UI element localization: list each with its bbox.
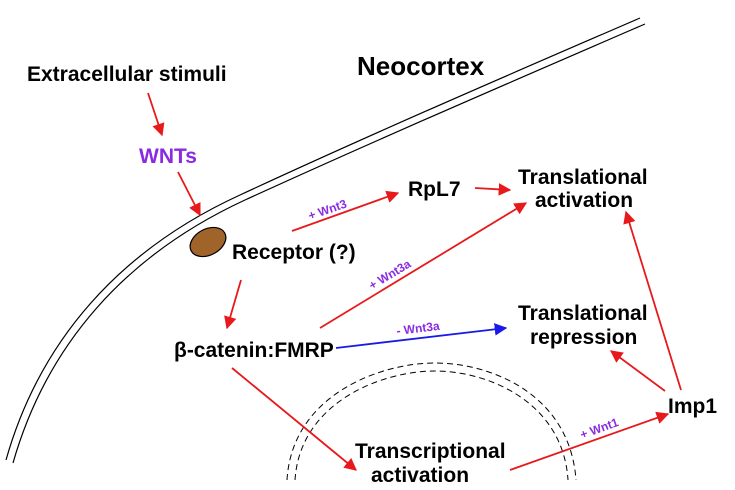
arrow-stimuli-to-wnts bbox=[147, 92, 165, 137]
arrow-beta-catenin-to-translational-repression bbox=[335, 323, 508, 349]
arrow-beta-catenin-to-translational-activation bbox=[319, 202, 528, 329]
node-rpl7: RpL7 bbox=[408, 178, 461, 201]
node-translational-activation-line2: activation bbox=[535, 189, 633, 212]
node-transcriptional-activation-line2: activation bbox=[371, 464, 469, 487]
node-translational-repression-line1: Translational bbox=[518, 302, 648, 325]
node-extracellular-stimuli: Extracellular stimuli bbox=[27, 63, 227, 86]
arrow-beta-catenin-to-transcriptional-activation bbox=[231, 367, 357, 471]
nucleus-membrane-outer bbox=[286, 362, 577, 481]
arrow-receptor-to-beta-catenin bbox=[224, 279, 242, 330]
arrow-rpl7-to-translational-activation bbox=[474, 183, 512, 196]
node-imp1: Imp1 bbox=[668, 395, 717, 418]
node-beta-catenin-fmrp: β-catenin:FMRP bbox=[174, 339, 334, 362]
receptor-shape bbox=[189, 226, 227, 258]
arrow-transcriptional-to-imp1 bbox=[509, 411, 670, 471]
node-translational-activation-line1: Translational bbox=[518, 166, 648, 189]
diagram-title: Neocortex bbox=[357, 51, 485, 81]
arrow-receptor-to-rpl7 bbox=[291, 190, 400, 232]
cell-membrane-inner bbox=[12, 23, 646, 464]
cell-membrane-outer bbox=[5, 17, 641, 461]
node-receptor: Receptor (?) bbox=[232, 241, 356, 264]
node-transcriptional-activation-line1: Transcriptional bbox=[355, 440, 506, 463]
node-translational-repression-line2: repression bbox=[530, 326, 637, 349]
arrow-wnts-to-receptor bbox=[177, 171, 201, 217]
node-wnts: WNTs bbox=[139, 145, 197, 168]
arrow-imp1-to-translational-repression bbox=[609, 350, 666, 392]
arrow-imp1-to-translational-activation bbox=[623, 210, 682, 391]
edge-label-wnt3a-minus: - Wnt3a bbox=[396, 319, 441, 338]
nucleus-membrane-inner bbox=[294, 370, 569, 481]
